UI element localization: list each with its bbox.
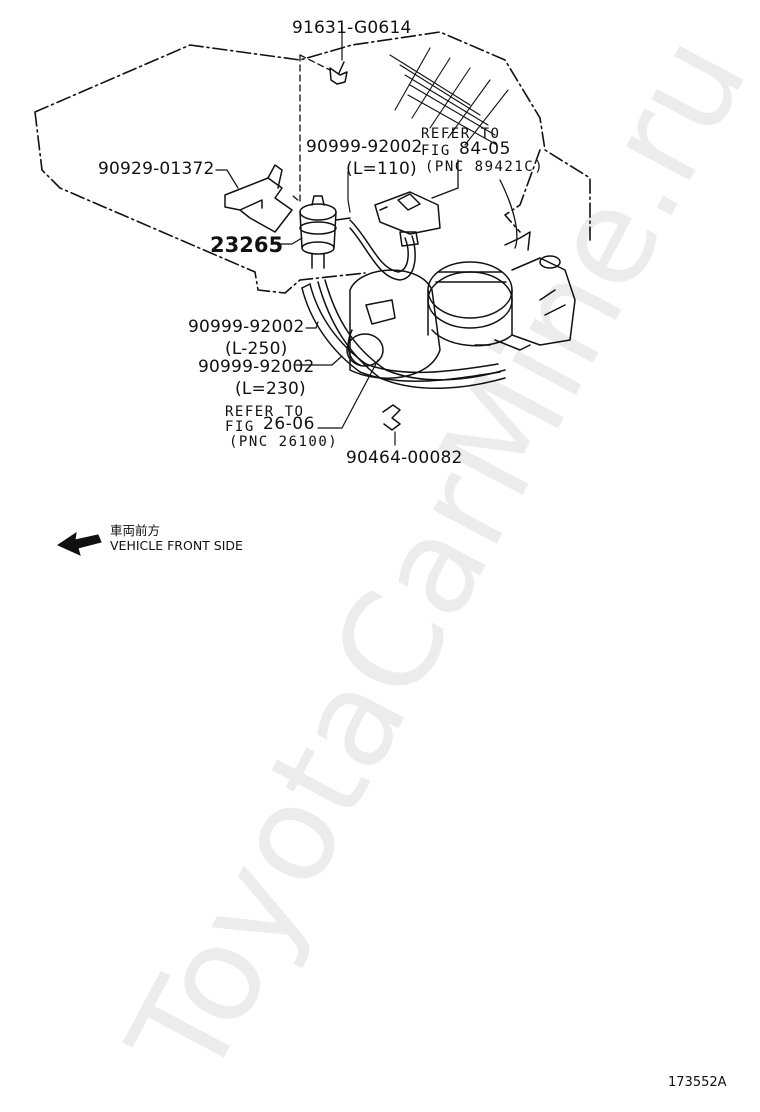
callout-90464-00082: 90464-00082 — [346, 448, 463, 468]
callout-90929-01372: 90929-01372 — [98, 159, 215, 179]
bracket-part — [224, 164, 293, 233]
map-sensor-part — [374, 191, 441, 235]
callout-90999-92002-mid: 90999-92002 — [188, 317, 305, 337]
diagram-id: 173552A — [668, 1075, 727, 1090]
ref-a-line3: (PNC 89421C) — [425, 159, 545, 175]
callout-23265: 23265 — [210, 233, 284, 257]
ref-a-line1: REFER TO — [421, 126, 501, 142]
hose-l250 — [301, 283, 501, 382]
ref-b-line2-prefix: FIG — [225, 419, 255, 435]
hose-l110 — [349, 219, 419, 281]
callout-length-230: (L=230) — [235, 379, 306, 399]
ref-b-line3: (PNC 26100) — [229, 434, 339, 450]
engine-cover-outline — [34, 31, 591, 294]
throttle-body-part — [346, 231, 576, 379]
hose-l230 — [317, 279, 506, 390]
left-arrow-icon — [56, 531, 102, 556]
bolt-part — [329, 61, 348, 85]
callout-length-110: (L=110) — [346, 159, 417, 179]
hose-clip-part — [382, 404, 401, 431]
callout-90999-92002-low: 90999-92002 — [198, 357, 315, 377]
callout-length-250: (L-250) — [225, 339, 288, 359]
vehicle-front-jp-label: 車両前方 — [110, 523, 161, 538]
vehicle-front-en-label: VEHICLE FRONT SIDE — [110, 538, 243, 553]
callout-91631-G0614: 91631-G0614 — [292, 18, 412, 38]
callout-90999-92002-top: 90999-92002 — [306, 137, 423, 157]
ref-b-line1: REFER TO — [225, 404, 305, 420]
ref-a-line2-figure: 84-05 — [459, 139, 511, 159]
ref-a-line2-prefix: FIG — [421, 143, 451, 159]
ref-b-line2-figure: 26-06 — [263, 414, 315, 434]
vsv-part — [299, 195, 351, 269]
cover-grid-pattern — [389, 47, 509, 146]
